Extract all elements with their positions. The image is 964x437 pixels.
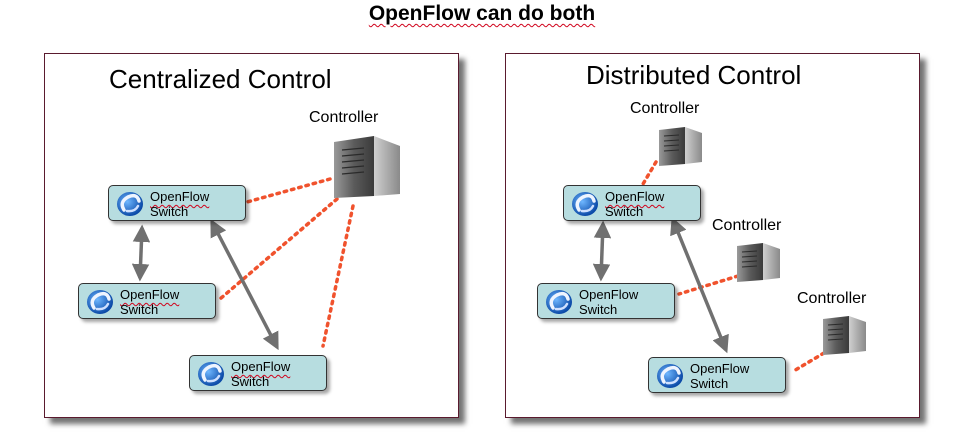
data-link-1 — [131, 224, 151, 282]
switch-label: OpenFlow Switch — [579, 287, 639, 317]
switch-label: OpenFlow Switch — [605, 189, 665, 219]
server-icon — [737, 243, 780, 282]
control-link-1 — [245, 177, 332, 204]
controller-label-3: Controller — [797, 290, 867, 307]
control-link-3 — [321, 204, 355, 348]
switch-label: OpenFlow Switch — [120, 287, 180, 317]
distributed-panel: Distributed Control Controller Controlle… — [505, 53, 920, 418]
switch-label: OpenFlow Switch — [231, 359, 291, 389]
data-link-2 — [210, 218, 279, 351]
openflow-logo-icon — [117, 192, 143, 216]
centralized-panel: Centralized Control Controller — [44, 53, 459, 418]
control-link-2 — [677, 274, 740, 296]
openflow-switch-1: OpenFlow Switch — [563, 185, 701, 221]
controller-label: Controller — [309, 109, 379, 126]
openflow-logo-icon — [87, 290, 113, 314]
centralized-links — [131, 177, 355, 351]
openflow-switch-3: OpenFlow Switch — [189, 355, 327, 391]
server-icon — [659, 127, 702, 166]
switch-label: OpenFlow Switch — [690, 361, 750, 391]
centralized-title: Centralized Control — [109, 64, 332, 94]
openflow-switch-2: OpenFlow Switch — [537, 283, 675, 319]
control-link-3 — [790, 351, 826, 374]
openflow-switch-3: OpenFlow Switch — [648, 357, 786, 393]
distributed-links — [592, 160, 826, 374]
switch-label: OpenFlow Switch — [150, 189, 210, 219]
data-link-1 — [592, 220, 612, 282]
openflow-switch-2: OpenFlow Switch — [78, 283, 216, 319]
page-title: OpenFlow can do both — [368, 2, 596, 25]
controller-label-2: Controller — [712, 217, 782, 234]
distributed-title: Distributed Control — [586, 60, 802, 90]
openflow-switch-1: OpenFlow Switch — [108, 185, 246, 221]
openflow-logo-icon — [546, 290, 572, 314]
control-link-1 — [641, 160, 658, 186]
openflow-logo-icon — [572, 192, 598, 216]
openflow-logo-icon — [657, 364, 683, 388]
server-icon — [334, 136, 400, 198]
controller-label-1: Controller — [630, 100, 700, 117]
openflow-logo-icon — [198, 362, 224, 386]
server-icon — [823, 316, 866, 355]
data-link-2 — [670, 216, 729, 354]
